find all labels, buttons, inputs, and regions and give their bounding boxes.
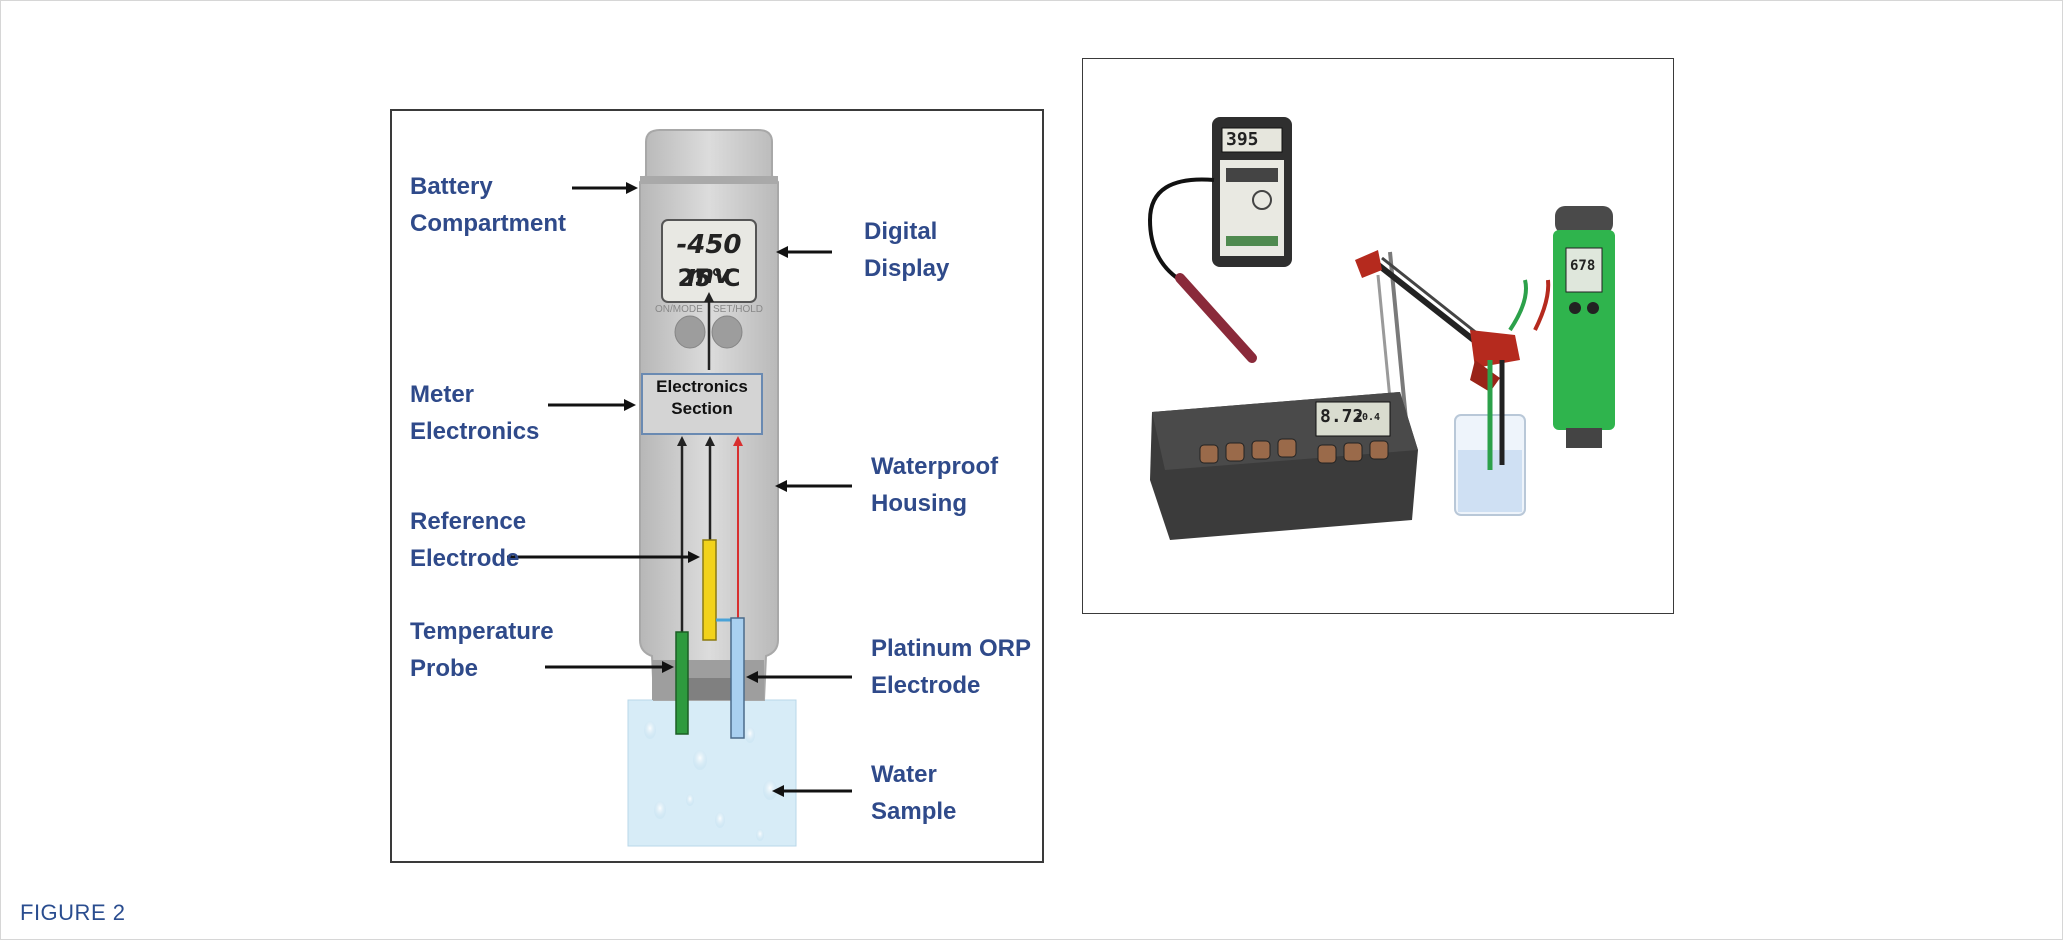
platinum-orp-electrode-rod [730,617,745,739]
label-reference-electrode: Reference Electrode [410,508,527,572]
meter-buttons [674,315,743,349]
label-arrows [507,182,852,797]
handheld-orp-meter [1147,117,1292,363]
label-battery-compartment: Battery Compartment [410,173,567,237]
display-mv-reading: -450 mv [676,230,742,290]
temperature-probe-rod [675,631,689,735]
button-label-left: ON/MODE [655,304,703,315]
pen-meter [1553,206,1615,448]
pen-reading: 678 [1570,258,1596,274]
bench-reading-temp: 20.4 [1356,412,1381,423]
label-meter-electronics: Meter Electronics [410,381,540,445]
internal-wires [677,292,743,665]
electronics-section-label: Electronics Section [656,377,748,418]
figure-caption: FIGURE 2 [20,900,126,925]
reference-electrode-rod [702,539,717,641]
label-digital-display: Digital Display [864,218,950,282]
label-temperature-probe: Temperature Probe [410,618,554,682]
label-platinum-orp-electrode: Platinum ORP Electrode [871,635,1032,699]
label-water-sample: Water Sample [871,761,957,825]
benchtop-meter [1150,392,1418,540]
beaker [1454,360,1526,516]
handheld-reading: 395 [1226,129,1259,150]
label-waterproof-housing: Waterproof Housing [871,453,999,517]
display-temp-reading: 25°C [677,264,741,292]
button-label-right: SET/HOLD [713,304,764,315]
bench-reading-main: 8.72 [1320,406,1364,427]
electronics-section-box [641,373,763,435]
